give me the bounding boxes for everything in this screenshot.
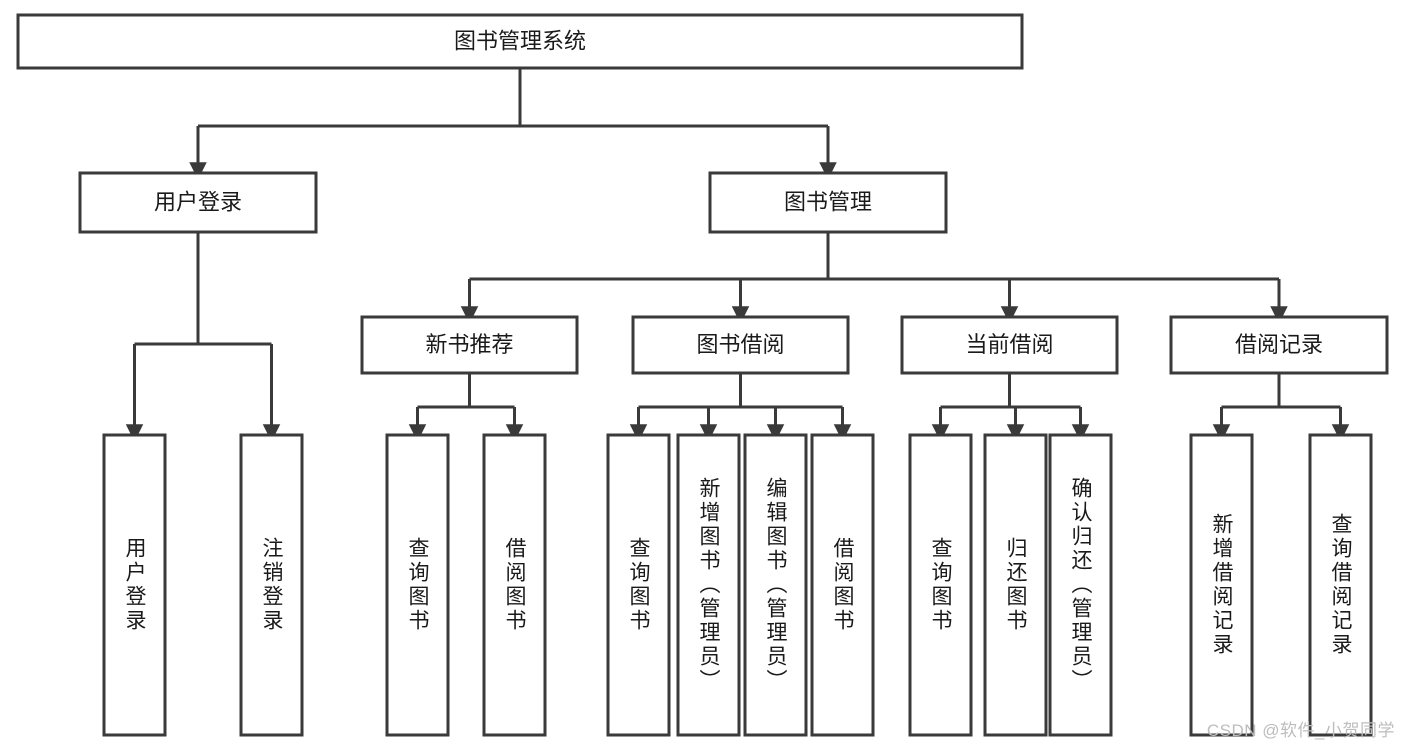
node-box-leaf-add-book[interactable] [676,433,741,737]
node-box-leaf-add-record[interactable] [1189,433,1254,737]
node-box-book-borrow[interactable] [631,315,850,375]
node-box-user-login[interactable] [78,171,318,234]
node-label-current-borrow: 当前借阅 [965,332,1053,357]
node-box-leaf-borrow-book-1[interactable] [482,433,547,737]
node-box-leaf-query-record[interactable] [1308,433,1373,737]
node-label-user-login: 用户登录 [154,189,242,214]
node-box-borrow-record[interactable] [1169,315,1389,375]
node-label-root: 图书管理系统 [454,28,586,53]
node-label-book-manage: 图书管理 [784,189,872,214]
node-label-new-book-recommend: 新书推荐 [425,332,513,357]
node-box-current-borrow[interactable] [900,315,1119,375]
node-label-book-borrow: 图书借阅 [696,332,784,357]
node-box-leaf-user-login[interactable] [102,433,167,737]
connectors-layer [125,68,1350,442]
node-label-borrow-record: 借阅记录 [1235,332,1323,357]
node-box-root[interactable] [16,13,1024,70]
watermark: CSDN @软件_小贺同学 [1206,721,1395,740]
node-box-leaf-borrow-book-2[interactable] [810,433,875,737]
node-box-leaf-edit-book[interactable] [743,433,808,737]
node-box-new-book-recommend[interactable] [360,315,579,375]
node-box-leaf-query-book-3[interactable] [908,433,973,737]
node-box-leaf-user-logout[interactable] [239,433,304,737]
boxes-layer [16,13,1389,737]
node-box-leaf-query-book-1[interactable] [385,433,450,737]
node-box-leaf-return-book[interactable] [983,433,1048,737]
node-box-leaf-query-book-2[interactable] [606,433,671,737]
node-box-leaf-confirm-return[interactable] [1048,433,1113,737]
node-box-book-manage[interactable] [708,171,948,234]
